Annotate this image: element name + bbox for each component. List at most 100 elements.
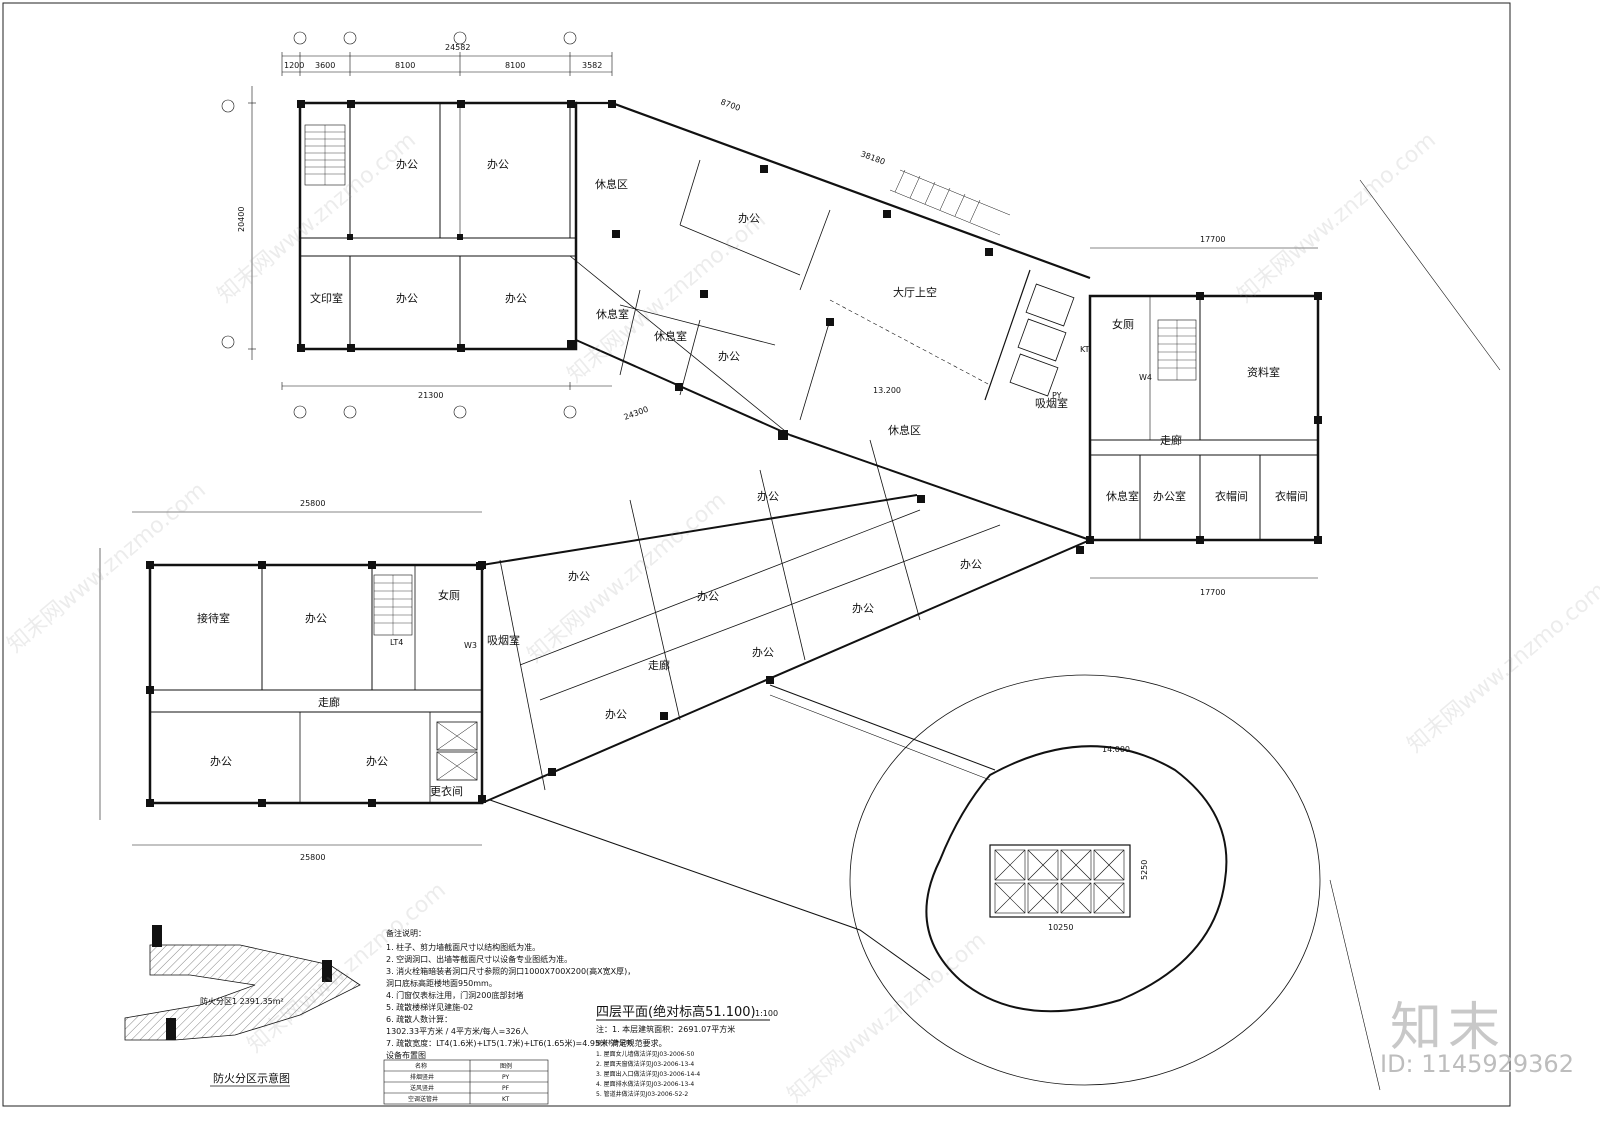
room-female-wc: 女厕: [438, 588, 460, 602]
notes-line-4: 洞口底标高距楼地面950mm。: [386, 978, 497, 988]
dim-top-left-b: 3600: [315, 61, 335, 70]
diagonal-connector-lower: [476, 439, 1091, 804]
room-print: 文印室: [310, 291, 343, 305]
room-locker-1: 衣帽间: [1215, 489, 1248, 503]
refs-line-1: 1. 屋面女儿墙做法详见J03-2006-50: [596, 1050, 694, 1058]
legend-col-code: 图例: [500, 1062, 512, 1070]
legend-col-name: 名称: [415, 1062, 427, 1070]
dim-top-left-a: 1200: [284, 61, 304, 70]
diagonal-connector-upper: [569, 100, 1091, 541]
refs-line-5: 5. 管道井做法详见J03-2006-52-2: [596, 1090, 688, 1098]
legend-row-3-name: 空调送管井: [408, 1095, 438, 1103]
dim-diag-a: 38180: [859, 149, 886, 166]
top-left-wing: [297, 100, 578, 352]
room-office-8: 办公: [305, 612, 327, 625]
room-office-15: 办公: [752, 646, 774, 659]
dim-top-bay2: 8100: [505, 61, 525, 70]
dim-right-total-b: 17700: [1200, 588, 1225, 597]
notes-line-3: 3. 消火栓箱暗装者洞口尺寸参照的洞口1000X700X200(高X宽X厚)，: [386, 966, 635, 976]
room-female-wc-2: 女厕: [1112, 317, 1134, 331]
legend-heading: 设备布置图: [386, 1050, 426, 1060]
notes-heading: 备注说明：: [386, 928, 426, 938]
fire-zone-caption: 防火分区示意图: [213, 1071, 290, 1085]
fire-zone-diagram: [124, 925, 361, 1041]
sheet-title: 四层平面(绝对标高51.100): [596, 1004, 756, 1020]
elevation-14000: 14.000: [1102, 745, 1130, 754]
right-wing: [1086, 247, 1322, 579]
code-w4: W4: [1139, 373, 1152, 382]
area-note: 注：1. 本层建筑面积：2691.07平方米: [596, 1024, 735, 1034]
dim-top-total: 24582: [445, 43, 470, 52]
dim-mid-bottom-total: 25800: [300, 853, 325, 862]
refs-line-4: 4. 屋面排水做法详见J03-2006-13-4: [596, 1080, 694, 1088]
room-office-12: 办公: [697, 590, 719, 603]
equipment-legend: 设备布置图 名称 图例 排烟竖井 PY 送风竖井 PF 空调送管井 KT: [383, 1050, 549, 1105]
dim-diag-b: 8700: [719, 97, 741, 112]
room-office-4: 办公: [505, 292, 527, 305]
room-office-13: 办公: [852, 602, 874, 615]
legend-row-1-name: 排烟竖井: [410, 1073, 434, 1081]
dim-top-right: 3582: [582, 61, 602, 70]
room-rest-room-1: 休息室: [596, 307, 629, 321]
legend-row-2-code: PF: [502, 1085, 510, 1092]
room-office-9: 办公: [210, 755, 232, 768]
refs-heading: 原有构件说明: [596, 1039, 632, 1047]
general-notes: 备注说明： 1. 柱子、剪力墙截面尺寸以结构图纸为准。 2. 空调洞口、出墙等截…: [386, 928, 667, 1048]
room-smoking-1: 吸烟室: [1035, 396, 1068, 410]
room-office-6: 办公: [718, 350, 740, 363]
room-office-10: 办公: [366, 755, 388, 768]
room-corridor-diag: 走廊: [648, 658, 670, 672]
room-office-room: 办公室: [1153, 489, 1186, 503]
code-lt4: LT4: [390, 638, 403, 647]
sheet-border: [2, 2, 1511, 1107]
dim-left-total: 20400: [237, 207, 246, 232]
room-office-2: 办公: [487, 158, 509, 171]
room-rest-room-2: 休息室: [654, 329, 687, 343]
elevation-13200: 13.200: [873, 386, 901, 395]
room-data: 资料室: [1247, 365, 1280, 379]
room-reception: 接待室: [197, 611, 230, 625]
refs-line-3: 3. 屋面出入口做法详见J03-2006-14-4: [596, 1070, 700, 1078]
equipment-codes: W4 W3 LT4 PY KT 13.200 14.000: [390, 345, 1152, 754]
room-office-7: 办公: [757, 490, 779, 503]
room-office-11: 办公: [568, 570, 590, 583]
sheet-scale: 1:100: [755, 1009, 778, 1018]
room-locker-2: 衣帽间: [1275, 489, 1308, 503]
dim-mid-total: 25800: [300, 499, 325, 508]
code-kt: KT: [1080, 345, 1090, 354]
room-atrium: 大厅上空: [893, 285, 937, 299]
dim-bottom-total: 21300: [418, 391, 443, 400]
room-office-14: 办公: [960, 558, 982, 571]
legend-row-1-code: PY: [502, 1074, 509, 1081]
notes-line-7: 6. 疏散人数计算：: [386, 1014, 452, 1024]
room-smoking-2: 吸烟室: [487, 633, 520, 647]
room-office-1: 办公: [396, 158, 418, 171]
dim-right-total: 17700: [1200, 235, 1225, 244]
brand-logo: 知末: [1390, 998, 1507, 1058]
room-dressing: 更衣间: [430, 784, 463, 798]
brand-id: ID: 1145929362: [1380, 1050, 1574, 1078]
legend-row-3-code: KT: [502, 1096, 509, 1103]
dim-ellipse-span: 10250: [1048, 923, 1073, 932]
notes-line-9: 7. 疏散宽度：LT4(1.6米)+LT5(1.7米)+LT6(1.65米)=4…: [386, 1038, 667, 1048]
mid-left-wing: [99, 511, 486, 846]
room-office-16: 办公: [605, 708, 627, 721]
legend-row-2-name: 送风竖井: [410, 1084, 434, 1092]
room-rest-room-3: 休息室: [1106, 489, 1139, 503]
notes-line-6: 5. 疏散楼梯详见建施-02: [386, 1002, 473, 1012]
notes-line-1: 1. 柱子、剪力墙截面尺寸以结构图纸为准。: [386, 942, 540, 952]
code-py: PY: [1052, 391, 1062, 400]
room-corridor-right: 走廊: [1160, 433, 1182, 447]
fire-zone-label: 防火分区1 2391.35m²: [200, 996, 284, 1006]
dim-ellipse-h: 5250: [1140, 860, 1149, 880]
notes-line-2: 2. 空调洞口、出墙等截面尺寸以设备专业图纸为准。: [386, 954, 572, 964]
room-rest-2: 休息区: [888, 423, 921, 437]
room-corridor-mid: 走廊: [318, 695, 340, 709]
roof-terrace: [489, 179, 1501, 1091]
code-w3: W3: [464, 641, 477, 650]
top-dimension-chain: [248, 52, 613, 390]
dim-diag-c: 24300: [623, 405, 650, 422]
room-office-3: 办公: [396, 292, 418, 305]
